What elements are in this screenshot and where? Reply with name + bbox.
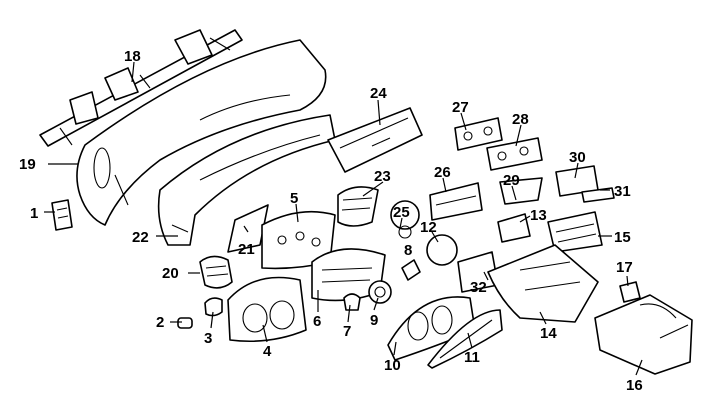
- callout-21: 21: [238, 241, 255, 258]
- callout-24: 24: [370, 85, 387, 102]
- part-25-vent-ring: [390, 200, 420, 239]
- callout-3: 3: [204, 330, 212, 347]
- callout-4: 4: [263, 343, 272, 360]
- callout-15: 15: [614, 229, 631, 246]
- part-12-ring: [426, 234, 458, 266]
- part-29-bracket: [499, 177, 543, 205]
- callout-9: 9: [370, 312, 378, 329]
- callout-19: 19: [19, 156, 36, 173]
- part-7-gauge: [343, 293, 361, 311]
- part-26-audio-unit: [429, 182, 483, 221]
- part-31-lid: [581, 187, 615, 203]
- callout-12: 12: [420, 219, 437, 236]
- leader-lines: [44, 61, 643, 376]
- part-20-side-vent: [199, 255, 233, 289]
- callout-25: 25: [393, 204, 410, 221]
- part-21-trim-panel: [227, 204, 269, 253]
- part-28-heater-control: [486, 137, 543, 171]
- callout-23: 23: [374, 168, 391, 185]
- callout-5: 5: [290, 190, 298, 207]
- callout-labels: 1 2 3 4 5 6 7 8 9 10 11 12 13 14 15 16 1…: [19, 48, 643, 394]
- callout-20: 20: [162, 265, 179, 282]
- part-15-switch-panel: [547, 211, 603, 253]
- callout-30: 30: [569, 149, 586, 166]
- part-18-reinforcement-beam: [39, 29, 243, 147]
- part-10-lower-panel: [387, 296, 476, 361]
- callout-28: 28: [512, 111, 529, 128]
- callout-22: 22: [132, 229, 149, 246]
- callout-18: 18: [124, 48, 141, 65]
- callout-27: 27: [452, 99, 469, 116]
- part-27-control-panel: [454, 117, 503, 151]
- part-17-knob: [619, 281, 641, 303]
- part-24-glove-box: [327, 107, 423, 173]
- callout-14: 14: [540, 325, 557, 342]
- part-9-clock: [368, 280, 392, 304]
- part-1-switch: [51, 199, 73, 231]
- part-11-lens: [427, 309, 503, 369]
- part-16-console-box: [594, 294, 693, 375]
- part-19-dashboard-upper: [76, 39, 327, 226]
- part-4-meter-hood: [227, 276, 307, 343]
- callout-16: 16: [626, 377, 643, 394]
- part-23-center-vent: [337, 186, 379, 227]
- callout-31: 31: [614, 183, 631, 200]
- callout-13: 13: [530, 207, 547, 224]
- part-14-center-console: [487, 244, 599, 323]
- part-22-dash-lower-panel: [157, 114, 336, 246]
- callout-11: 11: [464, 349, 480, 366]
- callout-26: 26: [434, 164, 451, 181]
- callout-2: 2: [156, 314, 164, 331]
- callout-29: 29: [503, 172, 520, 189]
- part-8-bracket: [401, 259, 421, 281]
- callout-6: 6: [313, 313, 321, 330]
- callout-10: 10: [384, 357, 401, 374]
- part-3-knob: [204, 297, 223, 317]
- callout-7: 7: [343, 323, 351, 340]
- part-2-bulb: [177, 317, 193, 329]
- callout-1: 1: [30, 205, 38, 222]
- callout-32: 32: [470, 279, 487, 296]
- callout-17: 17: [616, 259, 633, 276]
- callout-8: 8: [404, 242, 412, 259]
